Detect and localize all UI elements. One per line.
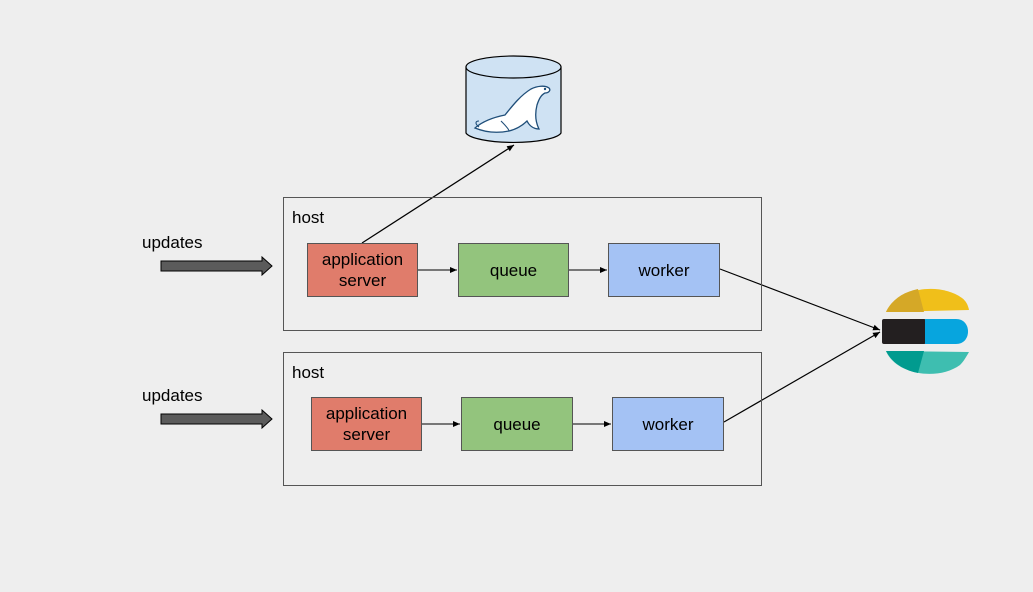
edge-worker2-to-es — [723, 331, 881, 423]
edge-app1-to-db — [361, 144, 515, 244]
updates-label-2: updates — [142, 386, 203, 405]
queue-node-1: queue — [458, 243, 569, 297]
host-box-2 — [283, 352, 762, 486]
queue-node-2: queue — [461, 397, 573, 451]
host-label-1: host — [292, 208, 325, 227]
updates-arrow-2 — [160, 409, 273, 429]
app-server-node-2: application server — [311, 397, 422, 451]
updates-arrow-1 — [160, 256, 273, 276]
app-server-node-1: application server — [307, 243, 418, 297]
edge-worker1-to-es — [719, 268, 881, 331]
database-cylinder — [465, 55, 562, 144]
host-box-1 — [283, 197, 762, 331]
updates-label-1: updates — [142, 233, 203, 252]
mariadb-seal-icon — [473, 85, 551, 133]
worker-node-2: worker — [612, 397, 724, 451]
elasticsearch-logo-icon — [882, 288, 969, 374]
worker-node-1: worker — [608, 243, 720, 297]
host-label-2: host — [292, 363, 325, 382]
